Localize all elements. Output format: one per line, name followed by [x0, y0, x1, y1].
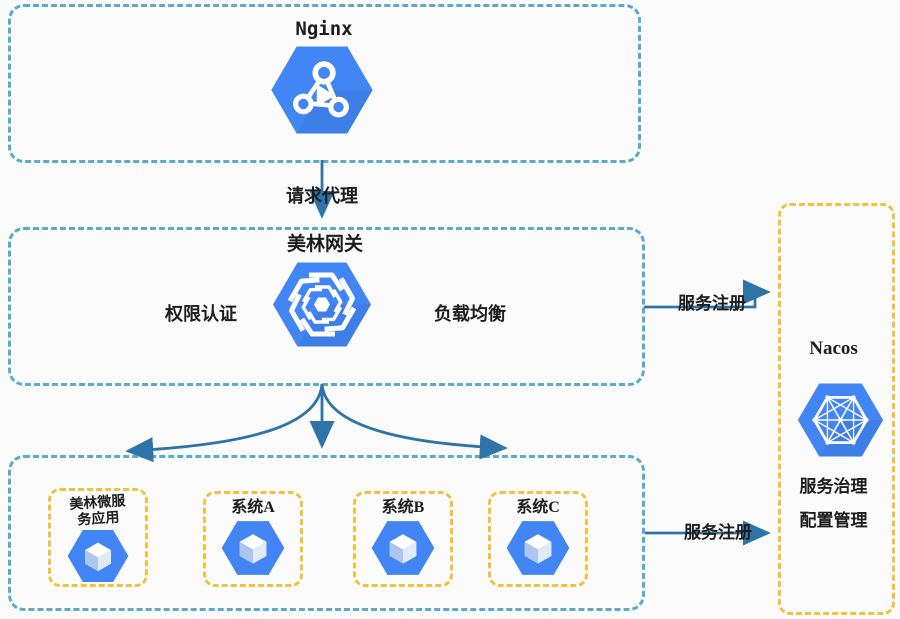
- service-card-label: 系统C: [516, 499, 560, 516]
- nginx-box: [8, 4, 641, 163]
- service-card-label: 系统B: [381, 499, 425, 516]
- cube-icon: [221, 521, 285, 576]
- cube-icon: [371, 521, 435, 576]
- service-card-c: 系统C: [488, 491, 588, 587]
- nacos-box: [778, 203, 895, 615]
- nginx-hexagon-icon: [271, 46, 373, 134]
- arrow-gateway-to-service-left: [125, 383, 324, 463]
- nginx-title: Nginx: [295, 18, 353, 40]
- nacos-feature-config: 配置管理: [799, 511, 868, 530]
- service-card-b: 系统B: [353, 491, 453, 587]
- service-card-label: 系统A: [231, 499, 275, 516]
- cube-icon: [67, 530, 129, 583]
- gateway-hexagon-icon: [273, 262, 371, 347]
- nacos-title: Nacos: [809, 338, 858, 359]
- register-bottom-label: 服务注册: [684, 523, 752, 542]
- proxy-flow-label: 请求代理: [286, 186, 358, 206]
- service-card-meilin: 美林微服 务应用: [48, 488, 148, 587]
- arrow-gateway-to-service-right: [320, 383, 508, 460]
- nacos-feature-governance: 服务治理: [799, 477, 868, 496]
- service-card-a: 系统A: [203, 491, 303, 587]
- service-card-label: 美林微服 务应用: [68, 494, 126, 529]
- gateway-auth-label: 权限认证: [165, 304, 237, 324]
- register-top-label: 服务注册: [678, 294, 746, 313]
- cube-icon: [506, 521, 570, 576]
- gateway-title: 美林网关: [286, 234, 363, 255]
- gateway-loadbalance-label: 负载均衡: [434, 304, 506, 324]
- services-box: [8, 455, 645, 611]
- nacos-mesh-hexagon-icon: [797, 383, 884, 457]
